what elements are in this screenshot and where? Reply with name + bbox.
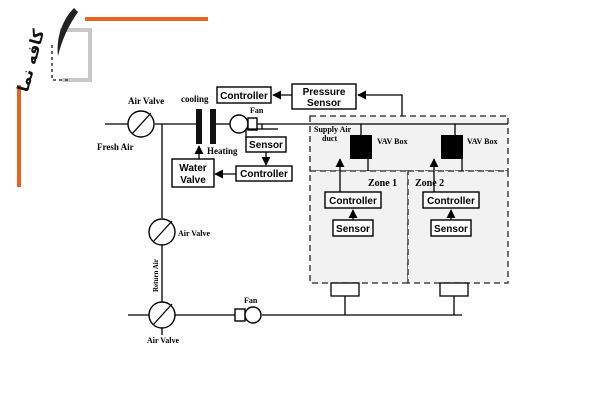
water-valve-label-1: Water	[179, 163, 207, 174]
logo-quill-icon	[57, 8, 78, 56]
air-valve-top: Air Valve	[127, 96, 164, 138]
controller-water-label: Controller	[240, 169, 288, 180]
supply-duct-lines	[105, 123, 508, 335]
logo-dashed-bracket	[51, 45, 70, 81]
air-valve-top-label: Air Valve	[128, 96, 164, 106]
supply-air-label-1: Supply Air	[314, 125, 352, 134]
logo-text: کافه نما	[13, 27, 48, 94]
vav-box-1-label: VAV Box	[377, 137, 407, 146]
return-grille-zone2	[439, 282, 469, 297]
air-valve-mid-label: Air Valve	[178, 229, 211, 238]
fan-top-label: Fan	[250, 106, 264, 115]
vav-box-1	[350, 135, 372, 159]
fan-top-icon	[229, 114, 249, 134]
controller-zone2-box	[422, 191, 480, 209]
return-air-label: Return Air	[152, 259, 160, 292]
controller-zone1-box	[324, 191, 382, 209]
heating-coil	[210, 109, 216, 144]
sensor-zone2-label: Sensor	[434, 224, 468, 235]
heating-label: Heating	[207, 146, 238, 156]
pressure-sensor-label-1: Pressure	[303, 87, 346, 98]
zone-1-label: Zone 1	[368, 178, 397, 189]
pressure-sensor-box	[291, 83, 357, 110]
controller-top-label: Controller	[220, 91, 268, 102]
air-valve-bottom: Air Valve	[147, 301, 180, 345]
water-valve-box	[171, 158, 215, 188]
fan-top: Fan	[229, 106, 264, 134]
fan-bottom: Fan	[234, 296, 262, 324]
vav-box-2-label: VAV Box	[467, 137, 497, 146]
logo-orange-top-bar	[85, 17, 208, 21]
vav-box-2	[441, 135, 463, 159]
controller-top-box	[216, 86, 272, 104]
supply-air-label-2: duct	[322, 134, 337, 143]
logo-orange-left-bar	[17, 85, 21, 187]
sensor-zone1-label: Sensor	[336, 224, 370, 235]
controller-zone2-label: Controller	[427, 196, 475, 207]
sensor-top-label: Sensor	[249, 140, 283, 151]
zone-2-label: Zone 2	[415, 178, 444, 189]
water-valve-label-2: Valve	[180, 175, 206, 186]
air-valve-bottom-label: Air Valve	[147, 336, 180, 345]
sensor-zone2-box	[430, 219, 472, 237]
sensor-zone1-box	[332, 219, 374, 237]
fan-bottom-label: Fan	[244, 296, 258, 305]
cooling-label: cooling	[181, 94, 209, 104]
cooling-coil	[196, 109, 202, 144]
logo-gray-bracket	[60, 28, 92, 82]
air-valve-mid: Air Valve	[148, 218, 211, 246]
controller-zone1-label: Controller	[329, 196, 377, 207]
fresh-air-label: Fresh Air	[97, 142, 134, 152]
return-grille-zone1	[330, 282, 360, 297]
coils: cooling Heating	[181, 94, 238, 156]
fan-bottom-icon	[244, 306, 262, 324]
pressure-sensor-label-2: Sensor	[307, 98, 341, 109]
